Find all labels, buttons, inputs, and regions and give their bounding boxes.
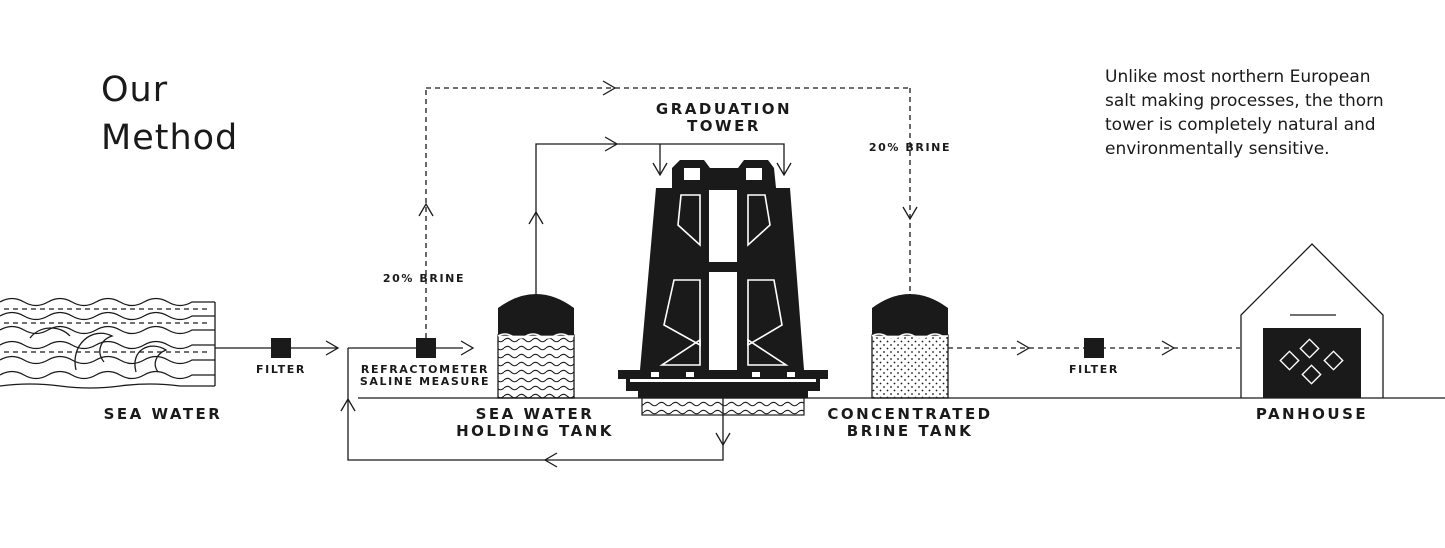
- intro-text: Unlike most northern European salt makin…: [1105, 67, 1384, 159]
- pipe-tower-top: [612, 143, 785, 175]
- graduation-tower-icon: [618, 160, 828, 416]
- arrow-icon: [1016, 340, 1031, 356]
- sea-water-holding-tank-icon: [497, 294, 575, 399]
- return-loop-pipe: [347, 398, 724, 461]
- arrow-icon: [325, 340, 340, 356]
- pipe-holding-to-tower: [535, 143, 612, 294]
- arrow-down-icon: [902, 206, 918, 221]
- label-brine-left: 20% BRINE: [383, 272, 465, 285]
- label-panhouse: PANHOUSE: [1256, 405, 1368, 423]
- page-title: Our Method: [101, 66, 238, 162]
- label-concentrated-1: CONCENTRATED: [827, 405, 992, 423]
- sea-water-waves-icon: [0, 297, 216, 389]
- arrow-icon: [602, 80, 617, 96]
- arrow-down-icon: [776, 162, 792, 177]
- label-sea-water: SEA WATER: [104, 405, 223, 423]
- filter-block-icon: [271, 338, 291, 358]
- concentrated-brine-tank-icon: [871, 294, 949, 399]
- label-saline-measure: SALINE MEASURE: [360, 375, 490, 388]
- arrow-down-icon: [652, 162, 668, 177]
- label-refractometer: REFRACTOMETER: [361, 363, 489, 376]
- label-graduation-tower-1: GRADUATION: [656, 100, 792, 118]
- arrow-down-icon: [715, 432, 731, 447]
- label-holding-tank-1: SEA WATER: [476, 405, 595, 423]
- label-holding-tank-2: HOLDING TANK: [456, 422, 614, 440]
- page-title-line-2: Method: [101, 118, 239, 158]
- arrow-up-icon: [340, 397, 356, 412]
- label-filter: FILTER: [256, 363, 306, 376]
- arrow-icon: [460, 340, 475, 356]
- label-brine-right: 20% BRINE: [869, 141, 951, 154]
- arrow-up-icon: [528, 210, 544, 225]
- label-graduation-tower-2: TOWER: [687, 117, 761, 135]
- arrow-left-icon: [543, 452, 558, 468]
- filter-block-icon: [1084, 338, 1104, 358]
- label-filter-2: FILTER: [1069, 363, 1119, 376]
- panhouse-icon: [1240, 243, 1384, 398]
- arrow-icon: [1161, 340, 1176, 356]
- label-concentrated-2: BRINE TANK: [847, 422, 973, 440]
- refractometer-block-icon: [416, 338, 436, 358]
- page-title-line-1: Our: [101, 70, 169, 110]
- arrow-up-icon: [418, 202, 434, 217]
